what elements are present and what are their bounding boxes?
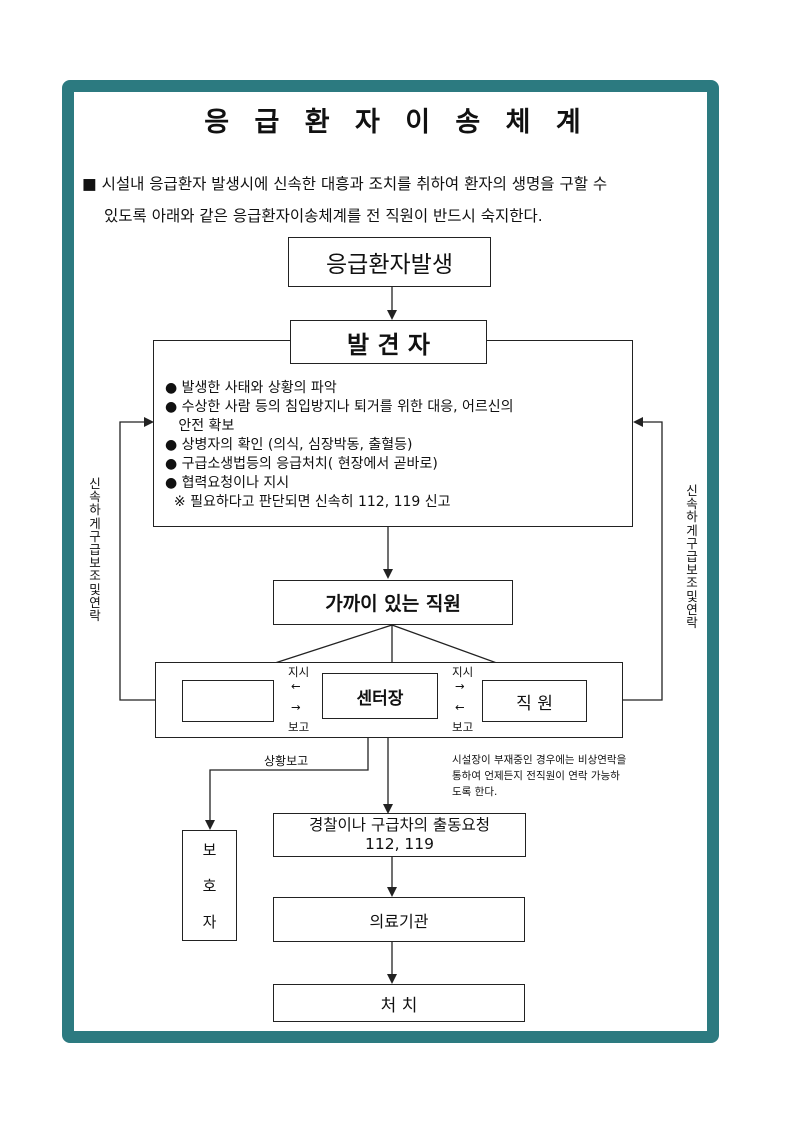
left-arrow-icon: ← xyxy=(455,700,465,714)
left-arrow-icon: ← xyxy=(291,679,301,693)
intro-paragraph: ■ 시설내 응급환자 발생시에 신속한 대흥과 조치를 취하여 환자의 생명을 … xyxy=(82,172,722,194)
node-staff: 직 원 xyxy=(482,680,587,722)
absence-note-line: 도록 한다. xyxy=(452,786,498,798)
absence-note-line: 통하여 언제든지 전직원이 연락 가능하 xyxy=(452,770,620,782)
report-label-left: 보고 xyxy=(288,720,310,734)
right-side-label: 신속하게 구급보조 및 연락 xyxy=(686,483,698,631)
node-medical-institution: 의료기관 xyxy=(273,897,525,942)
instruct-label-left: 지시 xyxy=(288,665,310,679)
police-request-label: 경찰이나 구급차의 출동요청 xyxy=(309,816,490,834)
instruct-label-right: 지시 xyxy=(452,665,474,679)
finder-task-item: ● 협력요청이나 지시 xyxy=(165,475,290,491)
finder-task-item: ● 상병자의 확인 (의식, 심장박동, 출혈등) xyxy=(165,437,413,453)
node-center-head: 센터장 xyxy=(322,673,438,719)
intro-line-2: 있도록 아래와 같은 응급환자이송체계를 전 직원이 반드시 숙지한다. xyxy=(104,207,543,225)
absence-note: 시설장이 부재중인 경우에는 비상연락을 통하여 언제든지 전직원이 연락 가능… xyxy=(452,752,626,800)
node-guardian: 보 호 자 xyxy=(182,830,237,941)
node-treatment: 처 치 xyxy=(273,984,525,1022)
intro-line-1: 시설내 응급환자 발생시에 신속한 대흥과 조치를 취하여 환자의 생명을 구할… xyxy=(101,175,608,193)
node-emergency-occurrence: 응급환자발생 xyxy=(288,237,491,287)
page-title: 응 급 환 자 이 송 체 계 xyxy=(204,107,589,138)
finder-task-list: ● 발생한 사태와 상황의 파악 ● 수상한 사람 등의 침입방지나 퇴거를 위… xyxy=(165,379,514,512)
node-left-blank xyxy=(182,680,274,722)
right-loop-line xyxy=(623,417,663,701)
finder-task-item: ● 발생한 사태와 상황의 파악 xyxy=(165,380,337,396)
left-loop-line xyxy=(119,417,155,701)
right-arrow-icon: → xyxy=(291,700,301,714)
guardian-char: 자 xyxy=(202,913,217,932)
finder-task-item: ● 수상한 사람 등의 침입방지나 퇴거를 위한 대응, 어르신의 xyxy=(165,399,514,415)
absence-note-line: 시설장이 부재중인 경우에는 비상연락을 xyxy=(452,754,627,766)
police-numbers: 112, 119 xyxy=(364,835,435,853)
finder-task-box xyxy=(153,340,633,527)
finder-task-item: 안전 확보 xyxy=(165,418,235,434)
node-police-request: 경찰이나 구급차의 출동요청 112, 119 xyxy=(273,813,526,857)
left-side-label: 신속하게 구급보조 및 연락 xyxy=(89,476,101,624)
square-bullet-icon: ■ xyxy=(82,175,97,193)
finder-task-item: ※ 필요하다고 판단되면 신속히 112, 119 신고 xyxy=(165,494,451,510)
guardian-char: 호 xyxy=(202,876,217,895)
report-label-right: 보고 xyxy=(452,720,474,734)
situation-report-label: 상황보고 xyxy=(264,754,309,768)
guardian-char: 보 xyxy=(202,840,217,859)
node-finder: 발 견 자 xyxy=(290,320,487,364)
finder-task-item: ● 구급소생법등의 응급처치( 현장에서 곧바로) xyxy=(165,456,438,472)
arrow-to-guardian xyxy=(205,722,369,830)
node-nearby-staff: 가까이 있는 직원 xyxy=(273,580,513,625)
right-arrow-icon: → xyxy=(455,679,465,693)
